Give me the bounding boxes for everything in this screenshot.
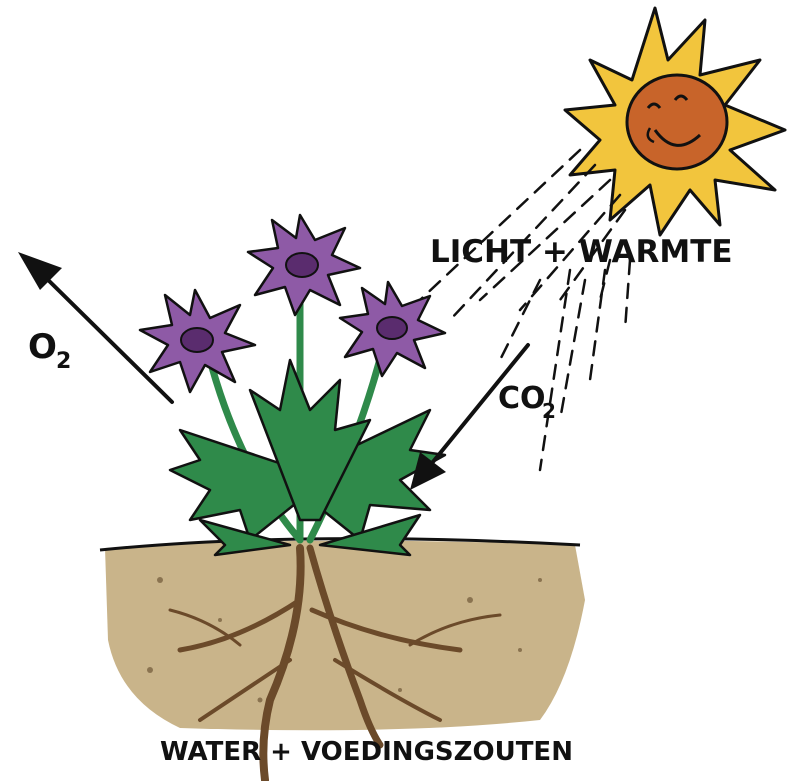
flower-right [340,282,445,376]
light-beams [420,150,630,470]
label-o2-main: O [28,327,57,367]
label-co2-main: CO [498,381,546,416]
sun-face [627,75,727,169]
plant [140,215,445,555]
sun [565,8,785,235]
label-o2-sub: 2 [56,349,71,374]
label-light-heat: LICHT + WARMTE [430,234,733,270]
flower-middle [248,215,360,315]
label-water-nutrients: WATER + VOEDINGSZOUTEN [160,737,573,767]
flower-left [140,290,255,392]
soil [100,539,585,731]
leaves [170,360,445,555]
arrow-co2-in [410,345,528,490]
soil-body [105,541,585,731]
label-co2-sub: 2 [542,399,556,423]
label-co2: CO 2 [498,381,556,423]
label-o2: O 2 [28,327,71,374]
